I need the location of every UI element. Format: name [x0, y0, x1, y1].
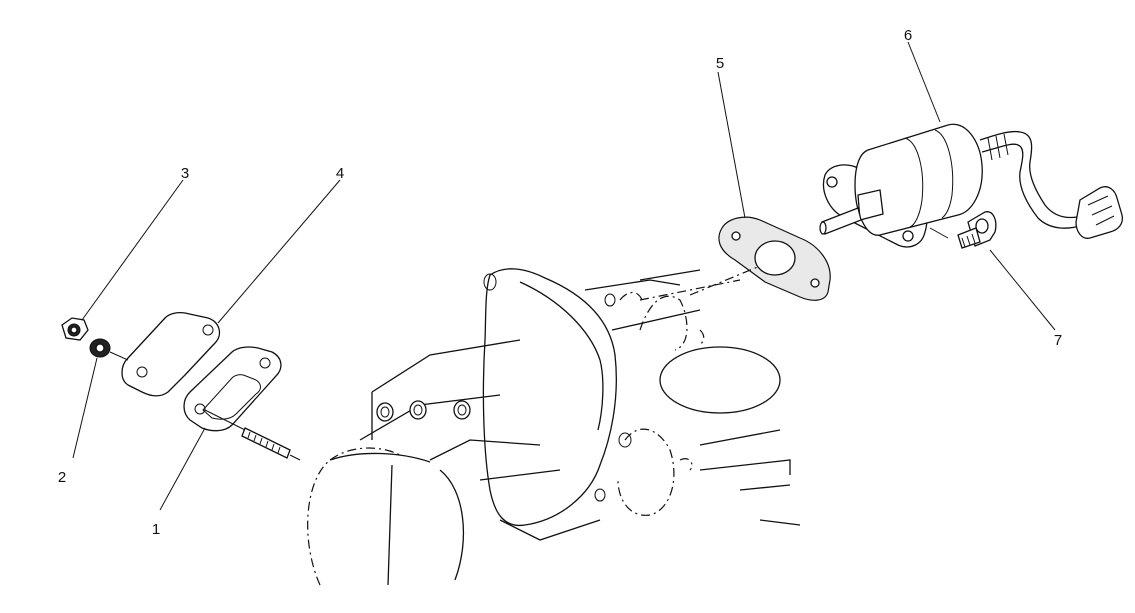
callout-2: 2: [58, 469, 66, 486]
callout-numbers: 3 2 4 1 5 6 7: [58, 27, 1062, 538]
part-3-nut: [61, 317, 89, 341]
part-6-solenoid: [819, 123, 1124, 248]
part-2-washer: [89, 338, 129, 361]
part-1-cover: [183, 346, 282, 432]
leader-lines: [72, 41, 1056, 511]
callout-3: 3: [181, 165, 189, 182]
callout-1: 1: [152, 521, 160, 538]
part-4-plate: [121, 312, 221, 397]
callout-6: 6: [904, 27, 912, 44]
callout-5: 5: [716, 55, 724, 72]
callout-7: 7: [1054, 332, 1062, 349]
engine-block: [307, 268, 801, 586]
part-7-bolt: [957, 211, 997, 249]
stud-bolt: [204, 409, 301, 461]
callout-4: 4: [336, 165, 344, 182]
part-5-gasket: [689, 216, 831, 301]
